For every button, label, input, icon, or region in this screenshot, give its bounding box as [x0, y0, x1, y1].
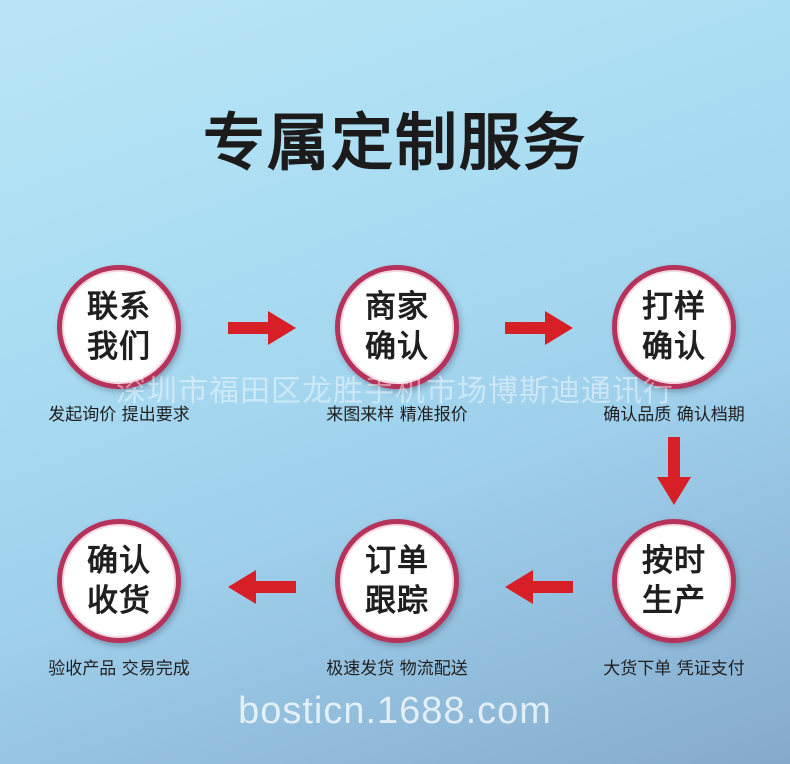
step-label-line2: 确认 [365, 329, 429, 365]
step-label-line1: 打样 [642, 289, 706, 325]
step-caption: 大货下单 凭证支付 [603, 659, 745, 679]
step-label-line1: 按时 [642, 543, 706, 579]
step-label-line2: 收货 [87, 583, 151, 619]
step-label-line1: 商家 [365, 289, 429, 325]
step-circle-tracking: 订单 跟踪 [335, 519, 459, 643]
step-label-line1: 确认 [87, 543, 151, 579]
step-label-line1: 订单 [365, 543, 429, 579]
step-circle-production: 按时 生产 [612, 519, 736, 643]
step-caption: 验收产品 交易完成 [48, 659, 190, 679]
site-watermark: bosticn.1688.com [238, 690, 552, 732]
page-title: 专属定制服务 [202, 106, 587, 179]
arrow-left-icon [228, 570, 296, 604]
step-label-line1: 联系 [87, 289, 151, 325]
arrow-right-icon [228, 311, 296, 345]
step-circle-sample-confirm: 打样 确认 [612, 265, 736, 389]
arrow-right-icon [505, 311, 573, 345]
step-caption: 发起询价 提出要求 [48, 405, 190, 425]
step-label-line2: 跟踪 [365, 583, 429, 619]
step-caption: 来图来样 精准报价 [326, 405, 468, 425]
step-circle-contact: 联系 我们 [57, 265, 181, 389]
step-label-line2: 确认 [642, 329, 706, 365]
arrow-left-icon [505, 570, 573, 604]
step-label-line2: 生产 [642, 583, 706, 619]
step-caption: 极速发货 物流配送 [326, 659, 468, 679]
arrow-down-icon [657, 437, 691, 505]
step-caption: 确认品质 确认档期 [603, 405, 745, 425]
step-circle-merchant-confirm: 商家 确认 [335, 265, 459, 389]
step-label-line2: 我们 [87, 329, 151, 365]
watermark-text: 深圳市福田区龙胜手机市场博斯迪通讯行 [116, 374, 674, 409]
step-circle-receive: 确认 收货 [57, 519, 181, 643]
